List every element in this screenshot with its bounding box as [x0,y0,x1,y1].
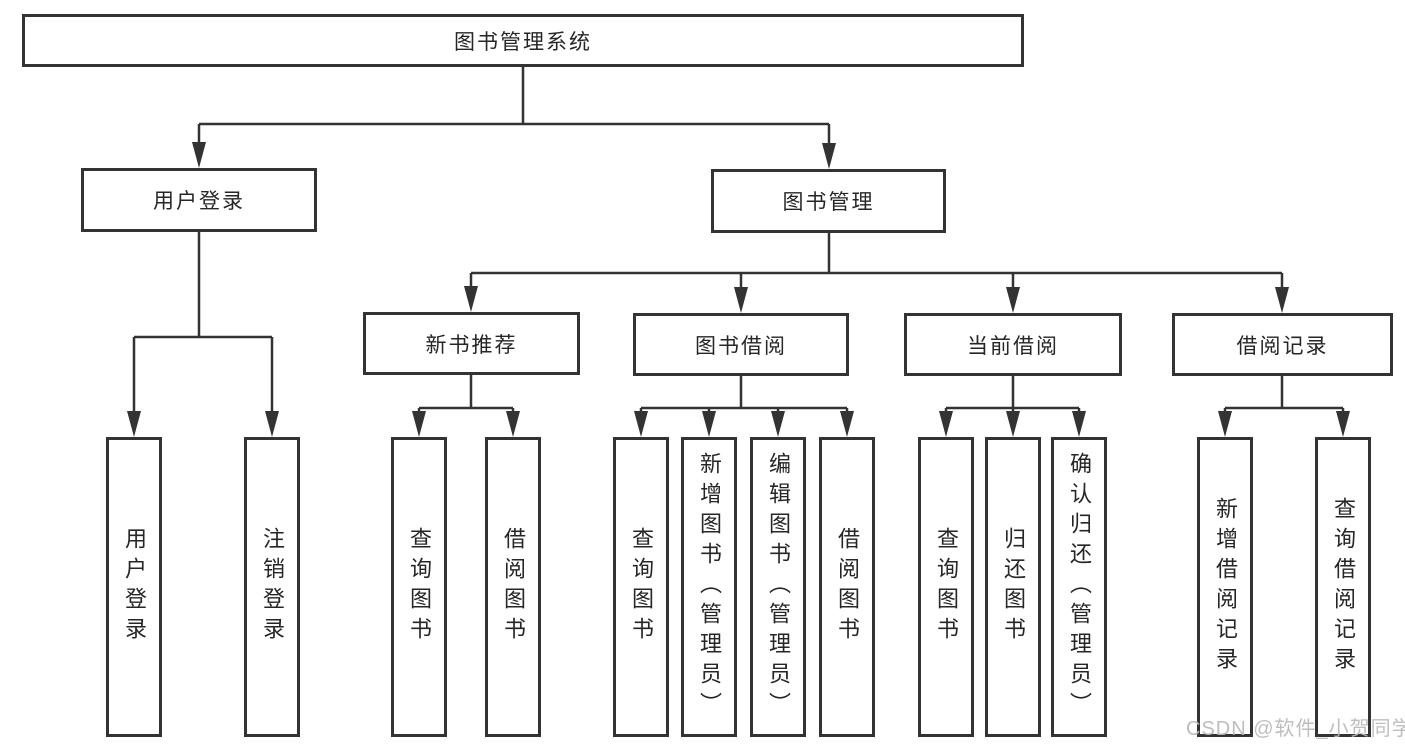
arrowhead-down-icon [1072,411,1086,437]
leaf-borrow-books-label: 借阅图书 [835,527,860,647]
leaf-logout-label: 注销登录 [260,527,285,647]
arrowhead-down-icon [1275,287,1289,313]
node-book-borrow: 图书借阅 [633,313,849,376]
arrowhead-down-icon [1006,411,1020,437]
leaf-edit-books-admin: 编辑图书（管理员） [750,437,806,737]
leaf-return-books-label: 归还图书 [1001,527,1026,647]
connector-arrowheads [127,142,1350,437]
arrowhead-down-icon [127,411,141,437]
arrowhead-down-icon [265,411,279,437]
leaf-borrow-query-books: 查询图书 [613,437,669,737]
leaf-add-books-admin: 新增图书（管理员） [681,437,737,737]
leaf-add-borrow-record-label: 新增借阅记录 [1213,497,1238,677]
leaf-return-books: 归还图书 [985,437,1041,737]
node-borrow-records-label: 借阅记录 [1236,334,1329,358]
arrowhead-down-icon [1336,411,1350,437]
node-current-borrow-label: 当前借阅 [967,334,1059,358]
arrowhead-down-icon [506,411,520,437]
arrowhead-down-icon [634,411,648,437]
node-new-book-recommend: 新书推荐 [363,312,580,375]
leaf-current-query-books-label: 查询图书 [934,527,959,647]
node-book-borrow-label: 图书借阅 [695,334,787,358]
leaf-user-login: 用户登录 [106,437,162,737]
node-user-login: 用户登录 [81,168,317,232]
node-library-system-label: 图书管理系统 [454,30,592,54]
leaf-query-borrow-record-label: 查询借阅记录 [1331,497,1356,677]
leaf-current-query-books: 查询图书 [918,437,974,737]
leaf-borrow-books: 借阅图书 [819,437,875,737]
leaf-query-borrow-record: 查询借阅记录 [1315,437,1371,737]
arrowhead-down-icon [192,142,206,168]
node-user-login-label: 用户登录 [153,190,245,213]
arrowhead-down-icon [1006,287,1020,313]
leaf-recommend-borrow-books: 借阅图书 [485,437,541,737]
node-book-management: 图书管理 [711,169,946,233]
leaf-user-login-label: 用户登录 [122,527,147,647]
arrowhead-down-icon [412,411,426,437]
arrowhead-down-icon [702,411,716,437]
leaf-logout: 注销登录 [244,437,300,737]
arrowhead-down-icon [464,286,478,312]
leaf-confirm-return-admin-label: 确认归还（管理员） [1067,452,1092,722]
leaf-recommend-borrow-books-label: 借阅图书 [501,527,526,647]
node-book-management-label: 图书管理 [782,191,875,214]
leaf-recommend-query-books: 查询图书 [391,437,447,737]
arrowhead-down-icon [939,411,953,437]
arrowhead-down-icon [1218,411,1232,437]
leaf-borrow-query-books-label: 查询图书 [629,527,654,647]
arrowhead-down-icon [840,411,854,437]
leaf-add-borrow-record: 新增借阅记录 [1197,437,1253,737]
node-current-borrow: 当前借阅 [904,313,1122,376]
leaf-recommend-query-books-label: 查询图书 [407,527,432,647]
node-new-book-recommend-label: 新书推荐 [425,333,518,357]
leaf-edit-books-admin-label: 编辑图书（管理员） [766,452,791,722]
arrowhead-down-icon [771,411,785,437]
leaf-add-books-admin-label: 新增图书（管理员） [697,452,722,722]
node-library-system: 图书管理系统 [22,14,1024,67]
node-borrow-records: 借阅记录 [1172,313,1393,376]
arrowhead-down-icon [822,143,836,169]
arrowhead-down-icon [734,287,748,313]
leaf-confirm-return-admin: 确认归还（管理员） [1051,437,1107,737]
